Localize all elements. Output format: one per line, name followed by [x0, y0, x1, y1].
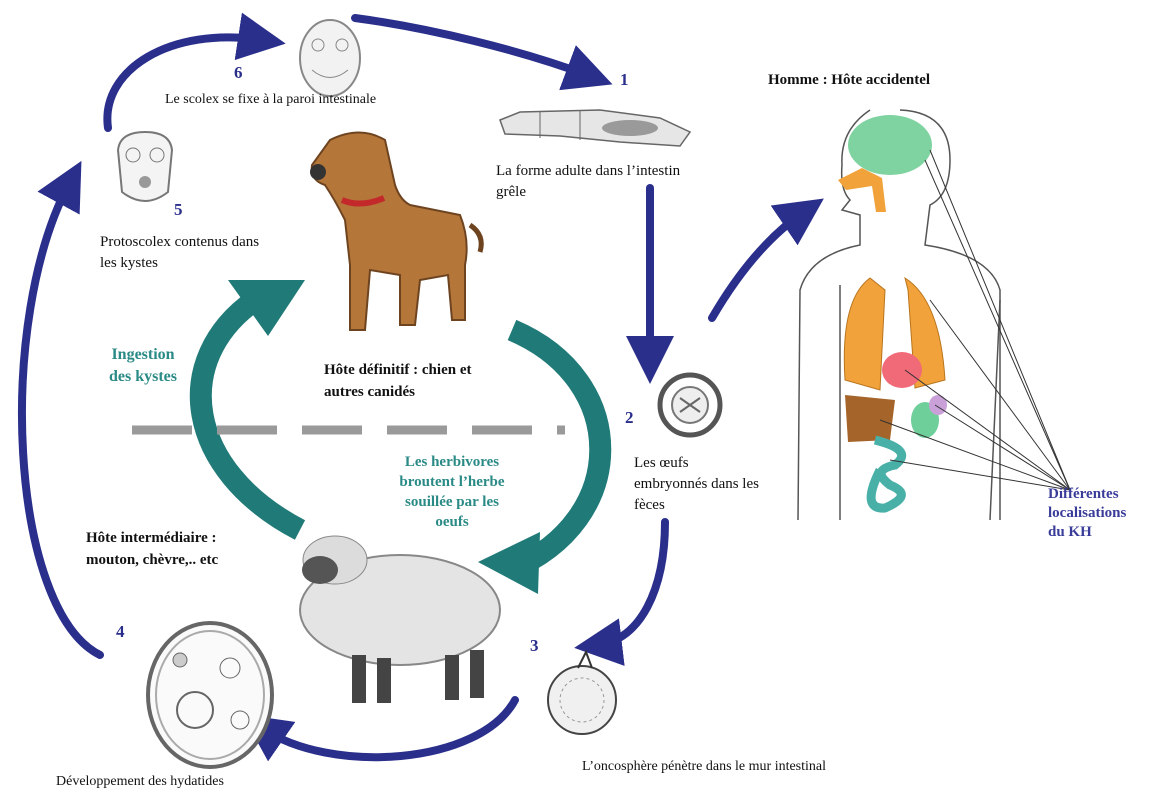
- step-1-label-line2: grêle: [496, 182, 526, 202]
- step-5-label-line2: les kystes: [100, 253, 158, 273]
- localisations-line1: Différentes: [1048, 484, 1119, 504]
- step-5-number: 5: [174, 200, 183, 220]
- definitive-host-line1: Hôte définitif : chien et: [324, 360, 471, 380]
- step-1-number: 1: [620, 70, 629, 90]
- scolex-illustration: [300, 20, 360, 96]
- localisation-pointer-lines: [880, 150, 1070, 490]
- teal-arrow-ingestion: [201, 300, 300, 530]
- step-3-label: L’oncosphère pénètre dans le mur intesti…: [582, 757, 826, 777]
- left-lung: [844, 278, 885, 390]
- step-6-label: Le scolex se fixe à la paroi intestinale: [165, 90, 376, 110]
- intermediate-host-line2: mouton, chèvre,.. etc: [86, 550, 218, 570]
- arrow-6-to-1: [355, 18, 590, 76]
- definitive-host-line2: autres canidés: [324, 382, 415, 402]
- arrow-2-to-3: [598, 522, 665, 645]
- intermediate-host-line1: Hôte intermédiaire :: [86, 528, 217, 548]
- step-3-number: 3: [530, 636, 539, 656]
- localisations-line2: localisations: [1048, 503, 1126, 523]
- arrow-4-to-5: [22, 182, 100, 655]
- dog-illustration: [310, 133, 481, 331]
- oncosphere-illustration: [548, 652, 616, 734]
- step-1-label-line1: La forme adulte dans l’intestin: [496, 161, 680, 181]
- sheep-illustration: [300, 536, 500, 703]
- step-2-label-line1: Les œufs: [634, 453, 689, 473]
- step-4-number: 4: [116, 622, 125, 642]
- step-5-label-line1: Protoscolex contenus dans: [100, 232, 259, 252]
- intestine: [871, 440, 902, 508]
- ingestion-label-line1: Ingestion: [98, 345, 188, 365]
- liver: [845, 395, 895, 442]
- embryonated-egg-illustration: [660, 375, 720, 435]
- teal-arrow-grazing: [510, 330, 600, 570]
- localisations-line3: du KH: [1048, 522, 1092, 542]
- arrow-to-human: [712, 212, 804, 318]
- herbivores-label-line1: Les herbivores: [382, 452, 522, 472]
- step-6-number: 6: [234, 63, 243, 83]
- host-arrows: [201, 280, 600, 594]
- step-2-number: 2: [625, 408, 634, 428]
- human-title: Homme : Hôte accidentel: [768, 70, 930, 90]
- heart: [882, 352, 922, 388]
- step-2-label-line3: fèces: [634, 495, 665, 515]
- hydatid-cyst-illustration: [148, 623, 272, 767]
- herbivores-label-line4: oeufs: [382, 512, 522, 532]
- ingestion-label-line2: des kystes: [98, 367, 188, 387]
- arrow-3-to-4: [262, 700, 515, 757]
- step-2-label-line2: embryonnés dans les: [634, 474, 759, 494]
- protoscolex-illustration: [118, 132, 172, 201]
- herbivores-label-line3: souillée par les: [382, 492, 522, 512]
- step-4-label: Développement des hydatides: [56, 772, 224, 792]
- brain: [848, 115, 932, 175]
- adult-worm-illustration: [500, 110, 690, 146]
- herbivores-label-line2: broutent l’herbe: [382, 472, 522, 492]
